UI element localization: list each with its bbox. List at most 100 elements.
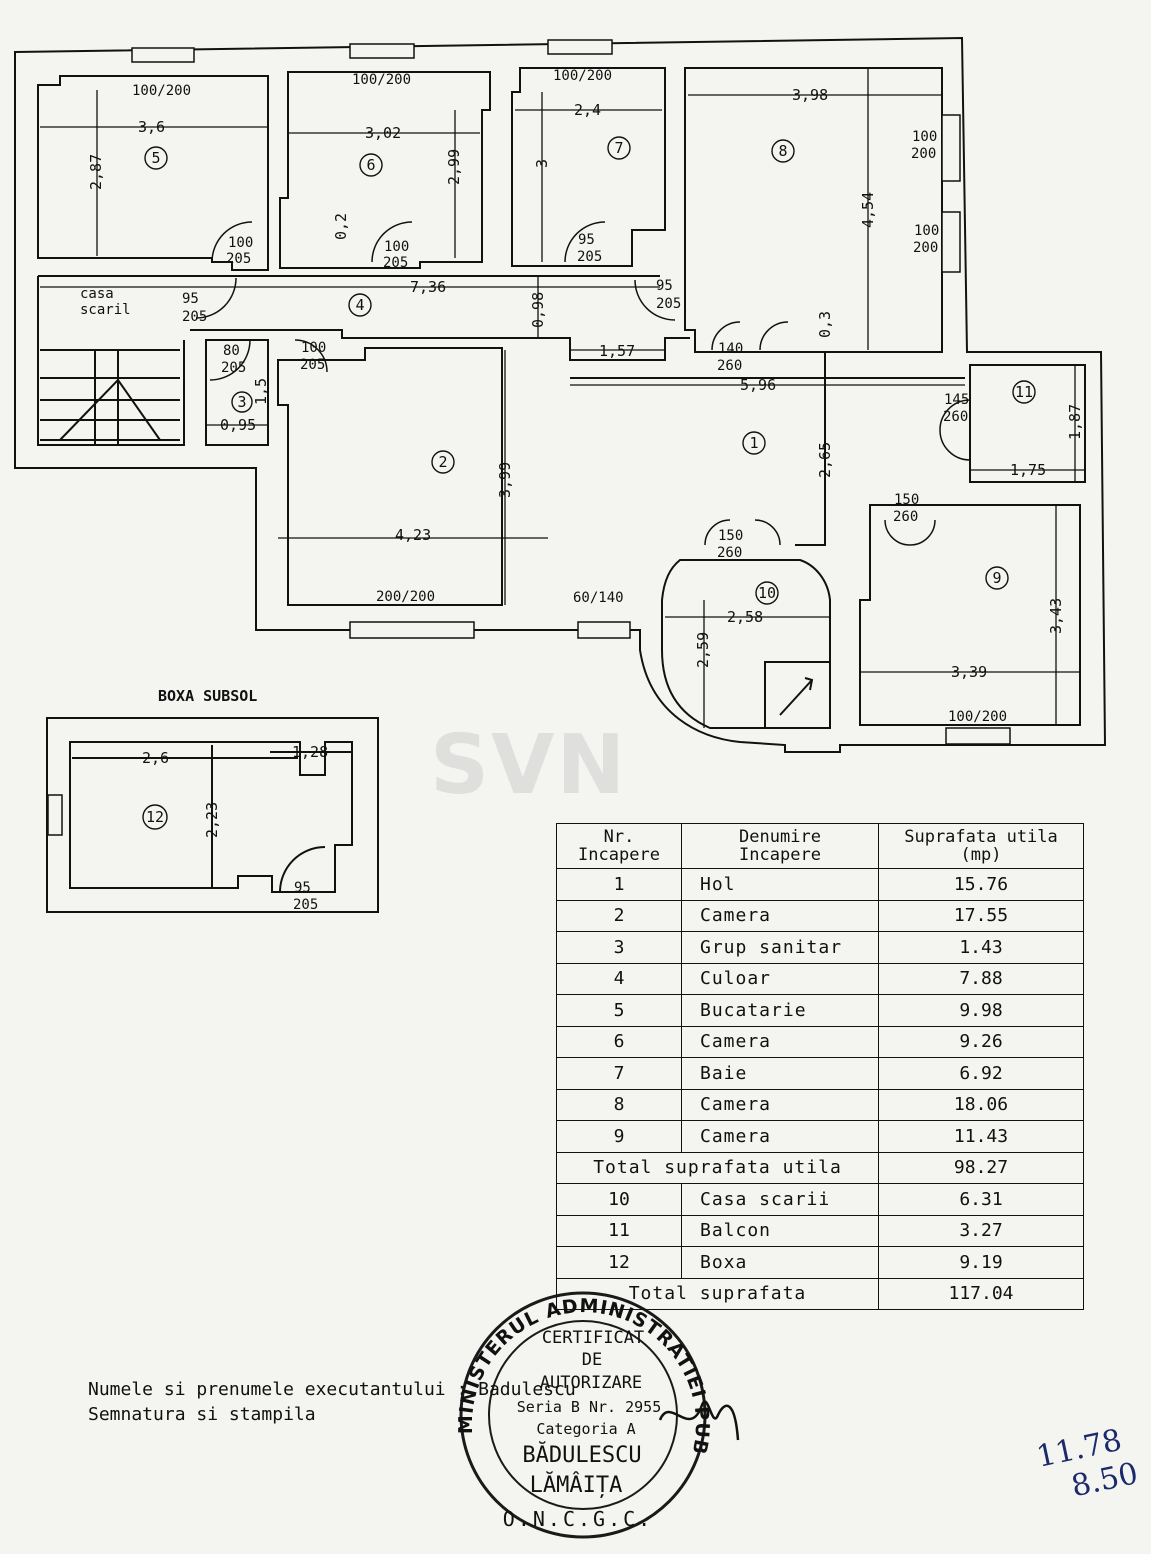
dim-6-width: 3,02 [365, 124, 401, 142]
opening-w7: 100/200 [553, 68, 612, 84]
window-8a [941, 114, 961, 182]
room-number-1: 1 [749, 434, 758, 452]
opening-dr11-2: 260 [943, 409, 968, 425]
dim-5-width: 3,6 [138, 118, 165, 136]
room-7-wall [511, 67, 666, 267]
dim-12-width2: 1,28 [292, 743, 328, 761]
room-circle-2 [431, 450, 455, 474]
opening-w8b-1: 100 [914, 223, 939, 239]
basement-title: BOXA SUBSOL [158, 687, 257, 705]
dim-3-height: 1,5 [252, 378, 270, 405]
stair-10-arrow [779, 677, 814, 716]
dim-1-height: 2,65 [816, 442, 834, 478]
door-5 [211, 221, 253, 263]
opening-dr2-2: 205 [300, 357, 325, 373]
basement-outer [46, 717, 379, 913]
room-3-wall [205, 339, 269, 446]
opening-dr10-2: 260 [717, 545, 742, 561]
room-circle-7 [607, 136, 631, 160]
room-number-4: 4 [355, 296, 364, 314]
dim-10-height: 2,59 [694, 632, 712, 668]
stamp-line-6: BĂDULESCU [522, 1442, 641, 1468]
window-7 [547, 39, 613, 55]
opening-dr1-2: 260 [717, 358, 742, 374]
opening-w8b-2: 200 [913, 240, 938, 256]
dim-12-height: 2,23 [203, 802, 221, 838]
room-number-6: 6 [366, 156, 375, 174]
stamp-line-4: Seria B Nr. 2955 [517, 1398, 662, 1416]
dim-8-width: 3,98 [792, 86, 828, 104]
dim-11-width: 1,75 [1010, 461, 1046, 479]
dim-12-width: 2,6 [142, 749, 169, 767]
dim-6-height: 2,99 [445, 149, 463, 185]
room-11-wall [969, 364, 1086, 483]
opening-dr9-2: 260 [893, 509, 918, 525]
stair-10 [764, 661, 831, 729]
opening-w5: 100/200 [132, 83, 191, 99]
opening-dr7-1: 95 [578, 232, 595, 248]
opening-w8a-2: 200 [911, 146, 936, 162]
window-8b [941, 211, 961, 273]
outer-wall [14, 36, 1107, 753]
opening-dr5-2: 205 [226, 251, 251, 267]
window-9 [945, 727, 1011, 745]
stair-room [37, 276, 185, 446]
door-9 [884, 519, 936, 546]
opening-dr5-1: 100 [228, 235, 253, 251]
dim-157: 1,57 [599, 342, 635, 360]
window-5 [131, 47, 195, 63]
dim-6-small: 0,2 [332, 213, 350, 240]
opening-dr3-1: 80 [223, 343, 240, 359]
door-2 [294, 339, 328, 373]
stamp-line-2: DE [582, 1350, 602, 1370]
dim-2-height: 3,99 [496, 462, 514, 498]
door-1a [711, 321, 741, 351]
opening-dr6-2: 205 [383, 255, 408, 271]
window-6 [349, 43, 415, 59]
room-circle-5 [144, 146, 168, 170]
dim-4-height: 0,98 [529, 292, 547, 328]
room-number-9: 9 [992, 569, 1001, 587]
room-9-wall [859, 504, 1081, 726]
dim-8-height: 4,54 [859, 192, 877, 228]
window-2 [349, 621, 475, 639]
dim-9-width: 3,39 [951, 663, 987, 681]
room-circle-4 [348, 293, 372, 317]
door-3 [209, 339, 251, 381]
opening-drstair-1: 95 [182, 291, 199, 307]
room-number-2: 2 [438, 453, 447, 471]
room-2-wall [277, 347, 503, 606]
basement-door [279, 846, 326, 893]
room-circle-12 [142, 804, 168, 830]
stair-label-2: scaril [80, 302, 131, 318]
dim-9-height: 3,43 [1047, 598, 1065, 634]
basement-window [47, 794, 63, 836]
room-number-10: 10 [758, 584, 776, 602]
room-circle-6 [359, 153, 383, 177]
opening-dr12-1: 95 [294, 880, 311, 896]
opening-w6: 100/200 [352, 72, 411, 88]
door-stair [195, 277, 237, 319]
room-10-wall [661, 559, 831, 729]
room-number-11: 11 [1015, 383, 1033, 401]
door-6 [371, 221, 413, 263]
opening-w9: 100/200 [948, 709, 1007, 725]
dim-7-width: 2,4 [574, 101, 601, 119]
corridor-4-bottom [190, 329, 690, 361]
opening-w2: 200/200 [376, 589, 435, 605]
room-number-12: 12 [146, 808, 164, 826]
room-circle-3 [231, 391, 253, 413]
opening-dr3-2: 205 [221, 360, 246, 376]
executant-name-line: Numele si prenumele executantului : Badu… [88, 1379, 576, 1400]
